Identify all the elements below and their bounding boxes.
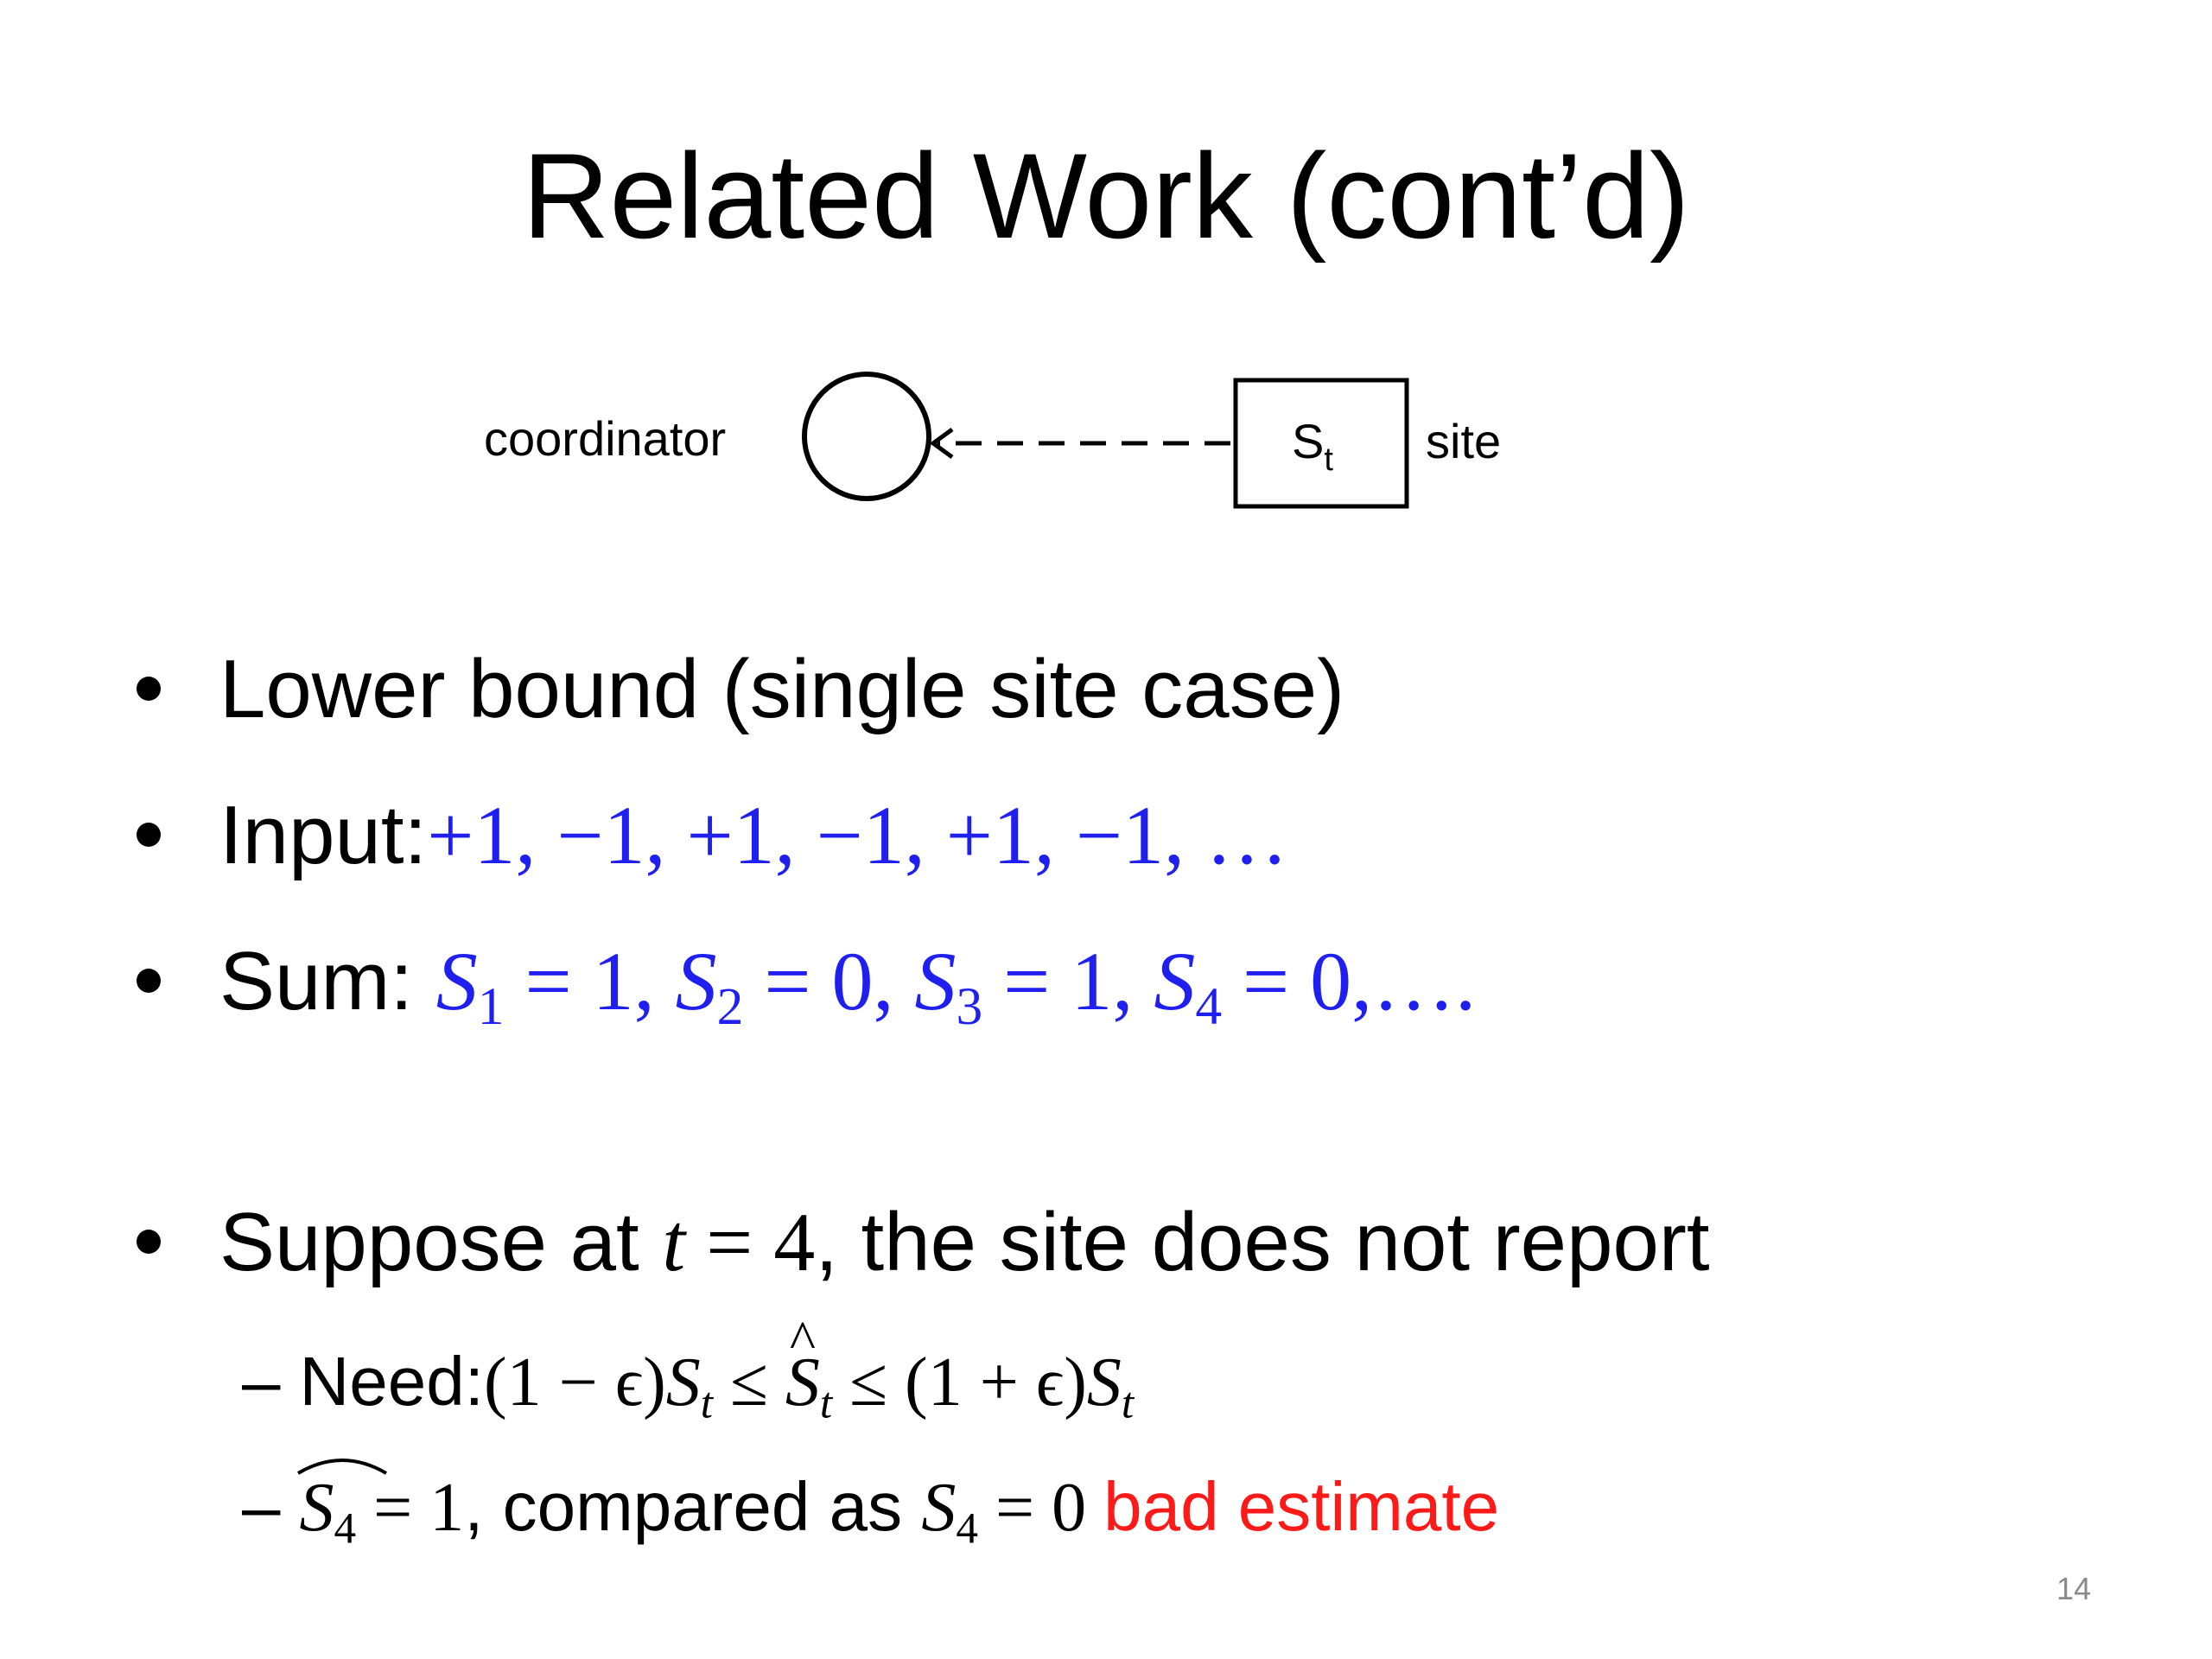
input-label: Input: bbox=[219, 789, 428, 881]
bullet-sum: Sum: S1 = 1, S2 = 0, S3 = 1, S4 = 0,…. bbox=[137, 935, 1477, 1033]
bad-estimate-label: bad estimate bbox=[1103, 1468, 1500, 1545]
site-symbol: St bbox=[1292, 413, 1333, 479]
report-arrowhead bbox=[929, 427, 954, 460]
sum-s1-var: S bbox=[435, 935, 478, 1027]
sum-s3-value: = 1, bbox=[982, 935, 1154, 1027]
diagram-graphics bbox=[802, 372, 1409, 509]
estimate-eq: = 1 bbox=[356, 1470, 465, 1546]
estimate-text: , compared as bbox=[464, 1468, 922, 1545]
estimate-s-sub: 4 bbox=[334, 1503, 357, 1554]
estimate-s-var: S bbox=[299, 1470, 334, 1546]
bullet-dot bbox=[137, 1229, 161, 1254]
hat-accent: ^ bbox=[789, 1309, 816, 1371]
bullet-input: Input:+1, −1, +1, −1, +1, −1, … bbox=[137, 790, 1288, 881]
actual-expression: S4 = 0 bbox=[921, 1470, 1104, 1550]
sum-label: Sum: bbox=[219, 935, 436, 1027]
site-node bbox=[1233, 378, 1409, 509]
coordinator-node bbox=[802, 372, 931, 501]
need-shat-var: S bbox=[785, 1344, 820, 1421]
need-label: Need: bbox=[299, 1343, 484, 1420]
sum-s4-sub: 4 bbox=[1195, 977, 1223, 1037]
need-leq-1: ≤ bbox=[713, 1344, 785, 1421]
suppose-eq: = 4 bbox=[685, 1196, 816, 1288]
suppose-prefix: Suppose at bbox=[219, 1196, 663, 1288]
need-inequality: (1 − ϵ)St ≤ ^St ≤ (1 + ϵ)St bbox=[483, 1309, 1134, 1425]
need-shat-sub: t bbox=[819, 1378, 833, 1428]
bullet-dot bbox=[137, 822, 161, 847]
subbullet-estimate: –S4 = 1, compared as S4 = 0 bad estimate bbox=[242, 1459, 1500, 1550]
sum-s1-sub: 1 bbox=[477, 977, 505, 1037]
sum-s2-var: S bbox=[675, 935, 717, 1027]
site-symbol-letter: S bbox=[1292, 414, 1325, 468]
need-t-sub: t bbox=[700, 1378, 713, 1428]
bullet-dot bbox=[137, 968, 161, 993]
sum-sequence: S1 = 1, S2 = 0, S3 = 1, S4 = 0,…. bbox=[435, 935, 1477, 1033]
suppose-var-t: t bbox=[662, 1196, 686, 1288]
bullet-suppose: Suppose at t = 4, the site does not repo… bbox=[137, 1197, 1709, 1288]
site-symbol-subscript: t bbox=[1324, 442, 1333, 478]
site-label: site bbox=[1426, 414, 1502, 468]
suppose-suffix: , the site does not report bbox=[815, 1196, 1710, 1288]
coordinator-label: coordinator bbox=[484, 411, 727, 466]
actual-s-sub: 4 bbox=[956, 1503, 978, 1554]
estimate-expression: S4 = 1 bbox=[296, 1459, 465, 1550]
widehat-icon bbox=[296, 1459, 387, 1475]
actual-s-var: S bbox=[921, 1470, 957, 1546]
sum-s3-sub: 3 bbox=[956, 977, 983, 1037]
page-number: 14 bbox=[2056, 1571, 2091, 1606]
need-s-var-2: S bbox=[1086, 1344, 1122, 1421]
sum-s2-value: = 0, bbox=[743, 935, 915, 1027]
need-s-var: S bbox=[665, 1344, 701, 1421]
sum-s2-sub: 2 bbox=[716, 977, 744, 1037]
sum-s4-var: S bbox=[1154, 935, 1196, 1027]
dash-marker: – bbox=[242, 1343, 281, 1420]
need-rhs-factor: (1 + ϵ) bbox=[905, 1344, 1087, 1421]
sum-s4-value: = 0,…. bbox=[1222, 935, 1477, 1027]
input-sequence: +1, −1, +1, −1, +1, −1, … bbox=[427, 789, 1289, 881]
sum-s1-value: = 1, bbox=[504, 935, 676, 1027]
bullet-text: Lower bound (single site case) bbox=[219, 643, 1345, 735]
slide-title: Related Work (cont’d) bbox=[522, 128, 1690, 264]
need-leq-2: ≤ bbox=[832, 1344, 906, 1421]
subbullet-need: –Need:(1 − ϵ)St ≤ ^St ≤ (1 + ϵ)St bbox=[242, 1309, 1134, 1425]
need-t-sub-2: t bbox=[1121, 1378, 1135, 1428]
coordinator-site-diagram: coordinator St site bbox=[0, 0, 2212, 605]
need-s-hat: ^S bbox=[785, 1309, 820, 1421]
need-lhs-factor: (1 − ϵ) bbox=[483, 1344, 666, 1421]
bullet-dot bbox=[137, 676, 161, 701]
actual-eq: = 0 bbox=[977, 1470, 1104, 1546]
estimate-s4-widehat: S4 bbox=[296, 1459, 387, 1550]
sum-s3-var: S bbox=[914, 935, 957, 1027]
bullet-lower-bound: Lower bound (single site case) bbox=[137, 644, 1344, 735]
dash-marker: – bbox=[242, 1468, 281, 1545]
